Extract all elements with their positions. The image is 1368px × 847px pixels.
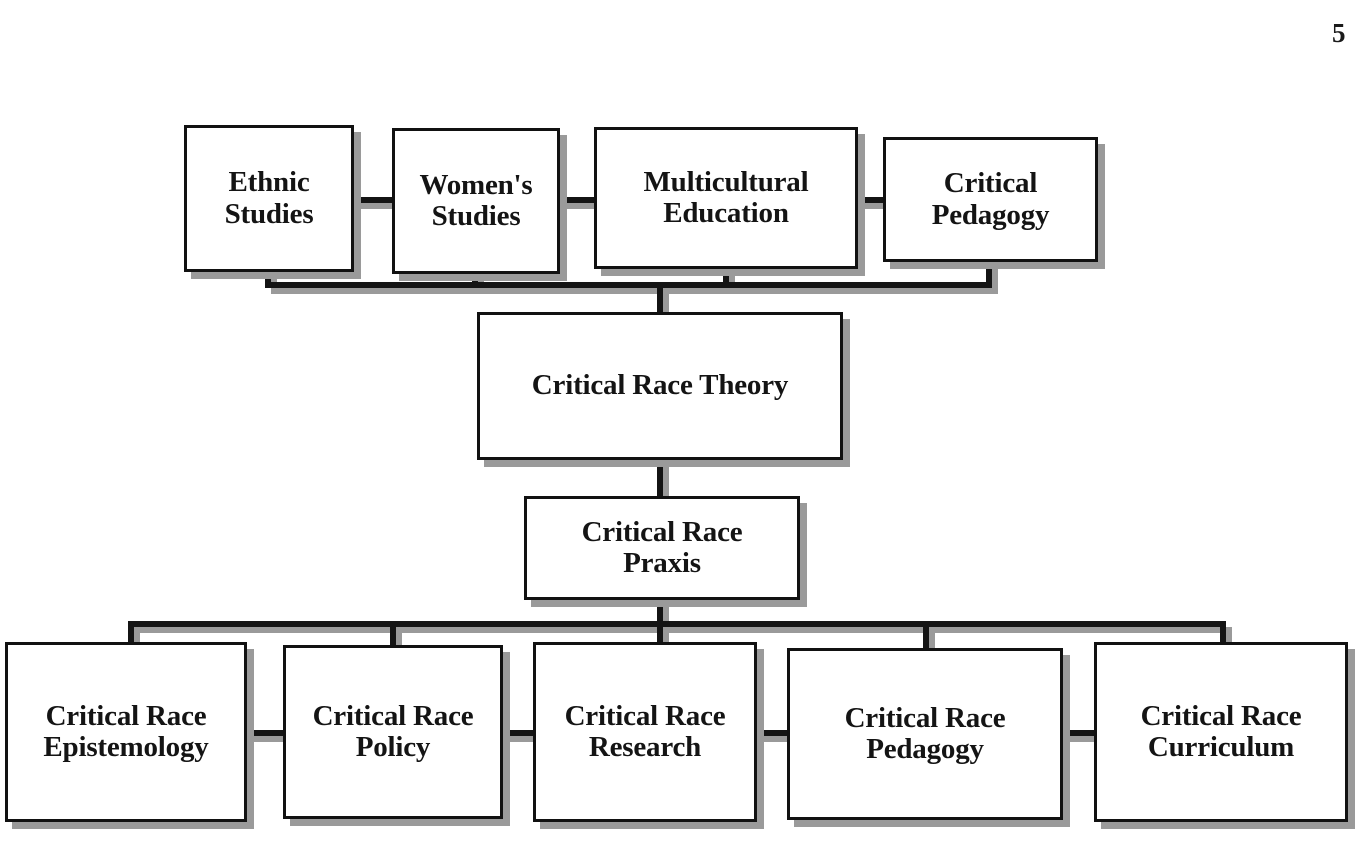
node-critical-pedagogy[interactable]: Critical Pedagogy	[883, 137, 1098, 262]
node-ethnic-studies[interactable]: Ethnic Studies	[184, 125, 354, 272]
connector-shadow	[1226, 627, 1232, 650]
node-label-critical-race-theory: Critical Race Theory	[531, 369, 789, 402]
connector-shadow	[663, 627, 669, 650]
connector-shadow	[663, 464, 669, 504]
node-label-critical-race-research: Critical Race Research	[564, 699, 726, 763]
connector-link-ethnic-to-womens	[354, 197, 394, 203]
connector-praxis-to-bus	[657, 598, 663, 626]
connector-shadow	[566, 203, 602, 209]
node-critical-race-epistemology[interactable]: Critical Race Epistemology	[5, 642, 247, 822]
connector-link-pedagogy-to-curriculum	[1063, 730, 1096, 736]
connector-stub-epistemology-up	[128, 621, 134, 644]
connector-stub-multicultural-down	[723, 267, 729, 288]
connector-stub-womens-down	[472, 272, 478, 288]
node-label-multicultural-education: Multicultural Education	[643, 165, 809, 229]
connector-link-research-to-pedagogy	[757, 730, 789, 736]
connector-link-policy-to-research	[503, 730, 535, 736]
connector-shadow	[992, 266, 998, 294]
connector-stub-policy-up	[390, 621, 396, 647]
connector-bus-bottom	[128, 621, 1226, 627]
node-label-womens-studies: Women's Studies	[419, 168, 533, 232]
node-label-critical-pedagogy: Critical Pedagogy	[931, 167, 1050, 231]
node-critical-race-theory[interactable]: Critical Race Theory	[477, 312, 843, 460]
node-critical-race-praxis[interactable]: Critical Race Praxis	[524, 496, 800, 600]
node-critical-race-research[interactable]: Critical Race Research	[533, 642, 757, 822]
connector-shadow	[253, 736, 291, 742]
node-label-critical-race-epistemology: Critical Race Epistemology	[43, 699, 209, 763]
connector-shadow	[509, 736, 541, 742]
connector-link-epistemology-to-policy	[247, 730, 285, 736]
connector-stub-pedagogy-up	[923, 621, 929, 650]
connector-shadow	[864, 203, 891, 209]
connector-shadow	[1069, 736, 1102, 742]
page-number: 5	[1332, 18, 1346, 48]
node-label-critical-race-pedagogy: Critical Race Pedagogy	[844, 701, 1006, 765]
node-label-critical-race-policy: Critical Race Policy	[312, 699, 474, 763]
connector-shadow	[663, 288, 669, 320]
connector-link-multicultural-to-pedagogy	[858, 197, 885, 203]
node-label-ethnic-studies: Ethnic Studies	[224, 166, 314, 230]
connector-shadow	[360, 203, 400, 209]
node-multicultural-education[interactable]: Multicultural Education	[594, 127, 858, 269]
connector-stub-curriculum-up	[1220, 621, 1226, 644]
connector-bus-top-to-crt	[657, 282, 663, 314]
connector-shadow	[663, 604, 669, 632]
node-critical-race-policy[interactable]: Critical Race Policy	[283, 645, 503, 819]
connector-link-womens-to-multicultural	[560, 197, 596, 203]
node-womens-studies[interactable]: Women's Studies	[392, 128, 560, 274]
node-label-critical-race-curriculum: Critical Race Curriculum	[1140, 699, 1302, 763]
connector-crt-to-praxis	[657, 458, 663, 498]
connector-shadow	[396, 627, 402, 653]
connector-shadow	[763, 736, 795, 742]
connector-stub-pedagogy-down	[986, 260, 992, 288]
connector-shadow	[271, 288, 998, 294]
connector-stub-ethnic-down	[265, 270, 271, 288]
node-critical-race-curriculum[interactable]: Critical Race Curriculum	[1094, 642, 1348, 822]
node-label-critical-race-praxis: Critical Race Praxis	[581, 515, 743, 579]
connector-shadow	[134, 627, 1232, 633]
connector-shadow	[929, 627, 935, 656]
connector-stub-research-up	[657, 621, 663, 644]
connector-shadow	[134, 627, 140, 650]
node-critical-race-pedagogy[interactable]: Critical Race Pedagogy	[787, 648, 1063, 820]
connector-bus-top	[265, 282, 992, 288]
